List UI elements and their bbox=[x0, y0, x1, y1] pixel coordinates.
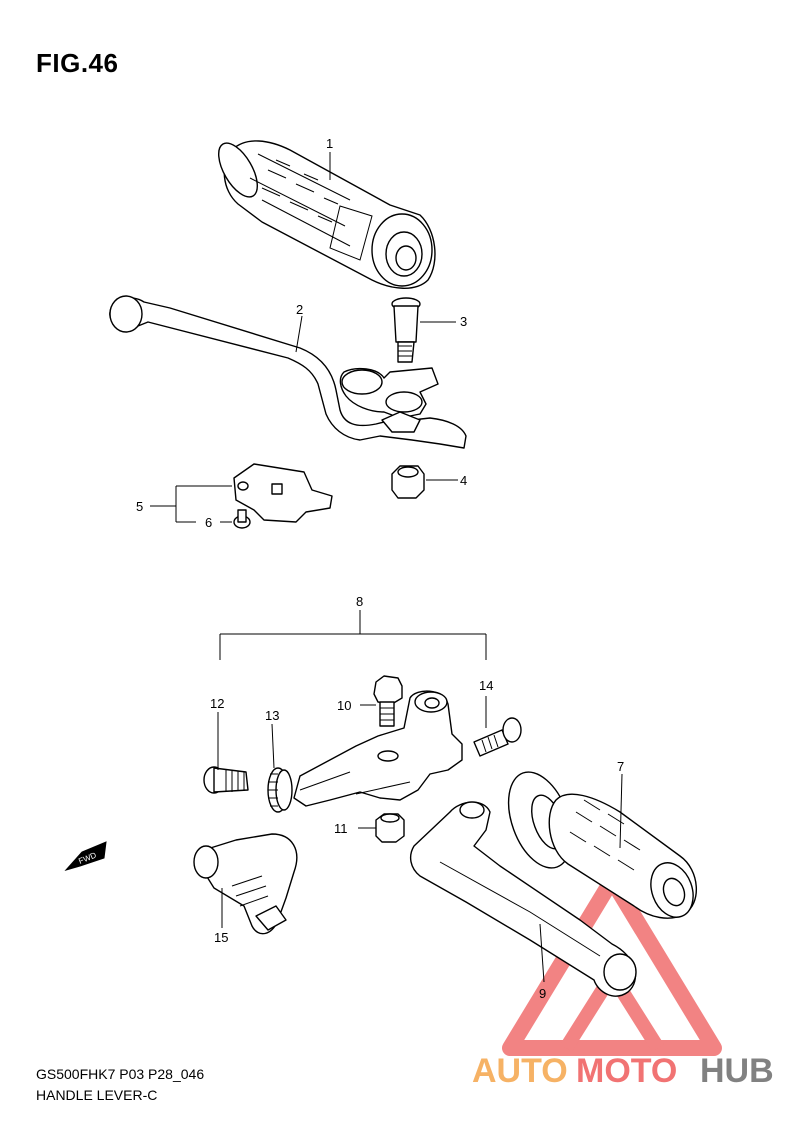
pivot-bolt bbox=[391, 297, 421, 363]
figure-code: GS500FHK7 P03 P28_046 bbox=[36, 1066, 205, 1082]
callout-14: 14 bbox=[479, 678, 493, 693]
callout-13: 13 bbox=[265, 708, 279, 723]
callout-10: 10 bbox=[337, 698, 351, 713]
nut-bottom bbox=[375, 813, 405, 843]
callout-7: 7 bbox=[617, 759, 624, 774]
fwd-arrow: FWD bbox=[64, 841, 107, 871]
watermark-part-3: HUB bbox=[700, 1052, 774, 1090]
nut-top bbox=[391, 465, 425, 499]
lever-boot bbox=[193, 833, 298, 935]
adjust-bolt bbox=[373, 675, 403, 727]
callout-12: 12 bbox=[210, 696, 224, 711]
figure-name: HANDLE LEVER-C bbox=[36, 1087, 158, 1103]
brake-switch bbox=[233, 463, 333, 523]
callout-labels: 1 2 3 4 5 6 7 8 9 10 11 12 13 14 15 bbox=[136, 136, 624, 1001]
leader-lines bbox=[150, 152, 623, 983]
holder-bolt bbox=[473, 717, 522, 757]
callout-9: 9 bbox=[539, 986, 546, 1001]
grip-right bbox=[218, 140, 436, 289]
clutch-lever bbox=[409, 801, 637, 997]
switch-screw bbox=[233, 509, 251, 529]
clamp-screw bbox=[203, 766, 249, 794]
callout-1: 1 bbox=[326, 136, 333, 151]
callout-8: 8 bbox=[356, 594, 363, 609]
callout-11: 11 bbox=[334, 821, 348, 836]
watermark-part-1: AUTO bbox=[472, 1052, 568, 1090]
grip-left bbox=[507, 771, 698, 919]
watermark-part-2: MOTO bbox=[576, 1052, 677, 1090]
watermark-text: AUTO MOTO HUB bbox=[472, 1052, 774, 1090]
brake-lever bbox=[109, 295, 467, 449]
callout-15: 15 bbox=[214, 930, 228, 945]
callout-4: 4 bbox=[460, 473, 467, 488]
adjuster-wheel bbox=[267, 767, 293, 813]
clutch-holder bbox=[293, 690, 463, 807]
callout-3: 3 bbox=[460, 314, 467, 329]
callout-6: 6 bbox=[205, 515, 212, 530]
figure-title: FIG.46 bbox=[36, 48, 119, 78]
callout-2: 2 bbox=[296, 302, 303, 317]
callout-5: 5 bbox=[136, 499, 143, 514]
